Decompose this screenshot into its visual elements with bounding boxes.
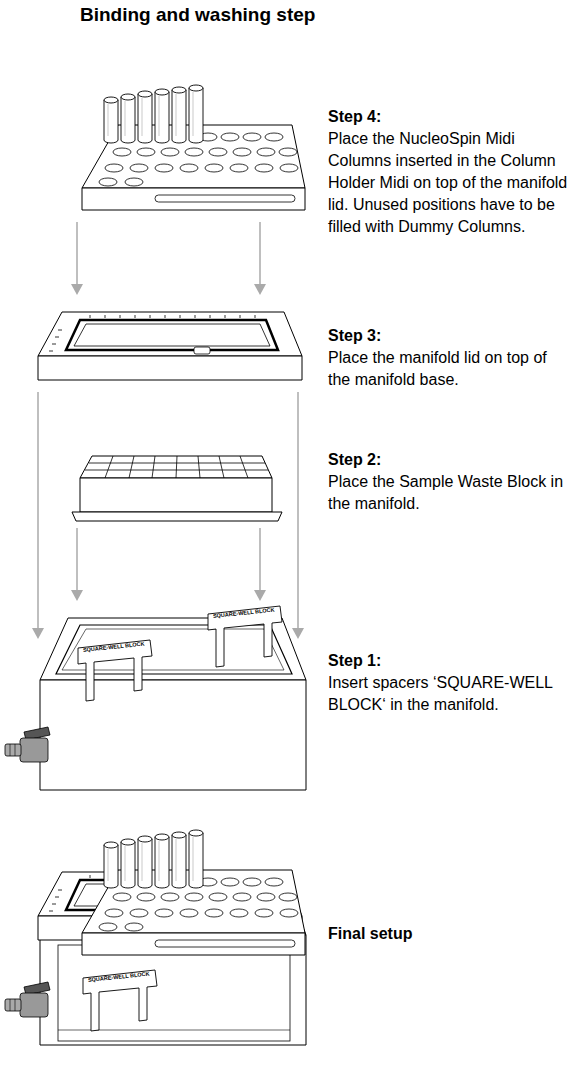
waste-block-part (80, 456, 272, 478)
step-text: Place the Sample Waste Block in the mani… (328, 471, 568, 515)
final-setup-part (83, 970, 157, 1031)
column-holder (82, 85, 305, 210)
waste-block-part-part (152, 456, 155, 478)
direction-arrows-part (292, 628, 304, 639)
direction-arrows-part (76, 222, 78, 284)
direction-arrows-part (254, 590, 266, 601)
step-text: Place the NucleoSpin Midi Columns insert… (328, 128, 568, 238)
spacer (78, 640, 152, 701)
direction-arrows-part (76, 528, 78, 590)
step-heading: Step 1: (328, 650, 568, 672)
final-setup (5, 830, 306, 1045)
caption-label: Final setup (328, 923, 568, 945)
waste-block-part (72, 512, 282, 521)
waste-block-part-part (105, 456, 113, 478)
direction-arrows-part (297, 392, 299, 628)
final-setup-part (58, 945, 290, 1041)
direction-arrows (32, 222, 304, 639)
manifold-base (5, 618, 306, 790)
direction-arrows-part (71, 284, 83, 295)
direction-arrows-part (259, 222, 261, 284)
waste-block-part-part (129, 456, 134, 478)
waste-block (72, 456, 282, 521)
waste-block-part-part (176, 456, 177, 478)
step-text: Place the manifold lid on top of the man… (328, 347, 568, 391)
step-heading: Step 3: (328, 325, 568, 347)
direction-arrows-part (254, 284, 266, 295)
direction-arrows-part (259, 528, 261, 590)
spacer (208, 606, 282, 667)
waste-block-part-part (219, 456, 224, 478)
waste-block-part (80, 478, 272, 512)
waste-block-part-part (198, 456, 200, 478)
manifold-lid (38, 312, 302, 380)
direction-arrows-part (32, 628, 44, 639)
direction-arrows-part (37, 392, 39, 628)
final-setup-part (82, 830, 305, 955)
diagram-title: Binding and washing step (80, 4, 315, 26)
waste-block-part-part (240, 456, 248, 478)
step-heading: Step 2: (328, 449, 568, 471)
waste-block-part (85, 456, 268, 478)
direction-arrows-part (71, 590, 83, 601)
step-heading: Step 4: (328, 106, 568, 128)
step-text: Insert spacers ‘SQUARE-WELL BLOCK‘ in th… (328, 672, 568, 716)
